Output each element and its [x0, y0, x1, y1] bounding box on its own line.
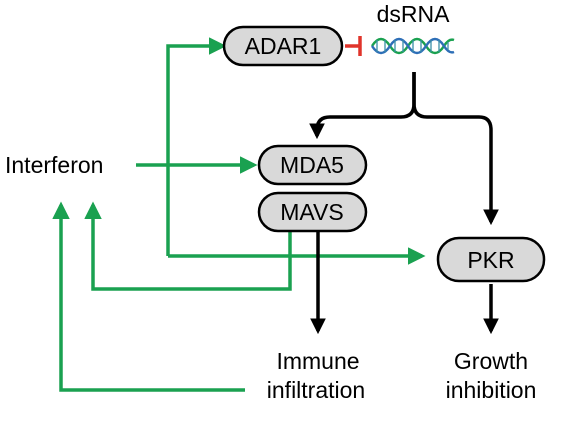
- mda5-label: MDA5: [280, 152, 344, 178]
- adar1-label: ADAR1: [245, 33, 322, 59]
- mavs-node: MAVS: [257, 191, 368, 233]
- growth-label-line1: Growth: [454, 348, 528, 374]
- immune-to-interferon-feedback-arrow: [52, 201, 245, 392]
- immune-label-line2: infiltration: [267, 377, 365, 403]
- dsrna-to-mda5-arrow: [309, 72, 416, 140]
- interferon-to-adar1-arrow: [166, 37, 227, 256]
- pkr-label: PKR: [467, 247, 514, 273]
- immune-label-line1: Immune: [276, 348, 359, 374]
- mavs-to-interferon-feedback-arrow: [84, 201, 292, 291]
- dsrna-to-pkr-arrow: [412, 72, 499, 226]
- dna-helix-icon: [370, 37, 455, 55]
- dsrna-label: dsRNA: [377, 1, 451, 27]
- pkr-node: PKR: [436, 236, 546, 283]
- growth-label-line2: inhibition: [446, 377, 537, 403]
- adar1-inhibits-dsrna: [345, 36, 362, 56]
- mda5-node: MDA5: [257, 144, 368, 186]
- adar1-node: ADAR1: [222, 25, 344, 67]
- mavs-label: MAVS: [280, 199, 343, 225]
- interferon-label: Interferon: [5, 152, 103, 178]
